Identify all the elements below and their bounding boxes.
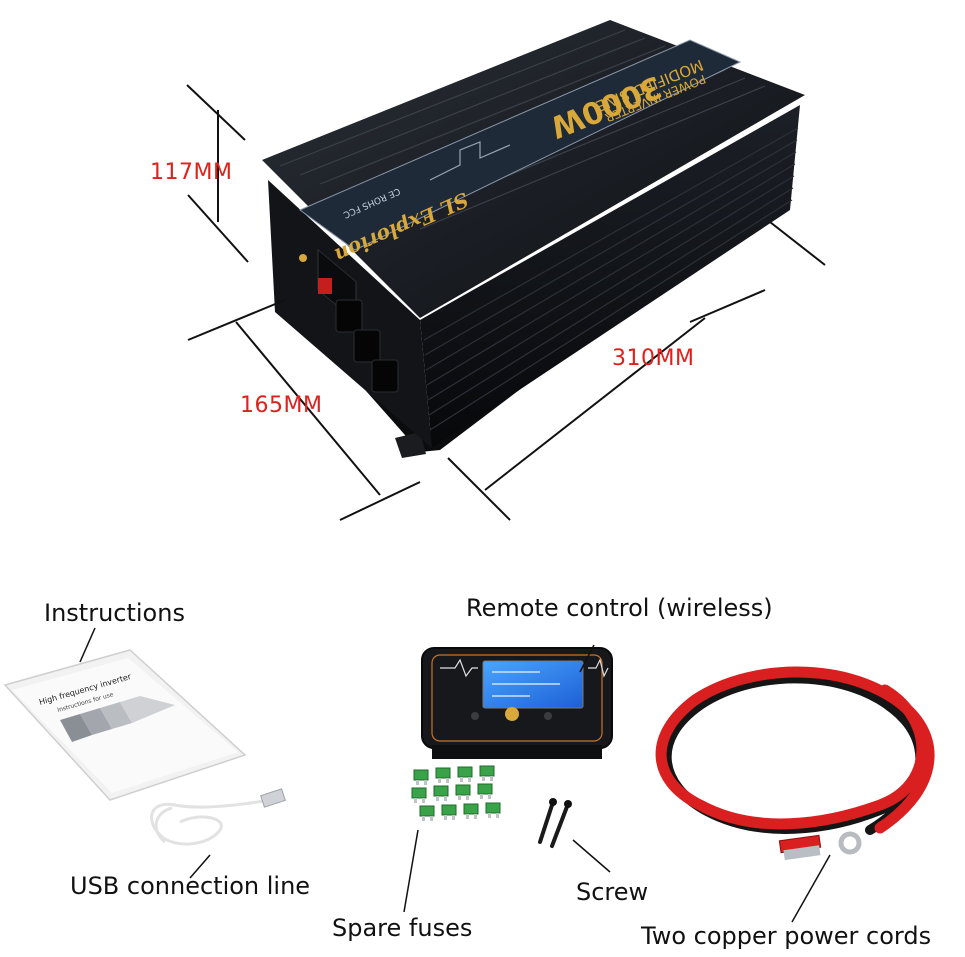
instructions-label: Instructions (44, 599, 185, 627)
cord-label-tag (783, 845, 821, 861)
length-tick-end (689, 289, 766, 323)
length-dimension-label: 310MM (612, 346, 695, 371)
width-dimension-label: 165MM (240, 393, 323, 418)
booklet-arrows (60, 696, 175, 742)
remote-button-power (505, 707, 519, 721)
side-face (420, 105, 800, 448)
remote-control-label: Remote control (wireless) (466, 594, 773, 622)
fuses-pointer (403, 829, 419, 913)
spare-fuses (411, 765, 501, 821)
remote-control (421, 647, 613, 759)
flange-foot-right (395, 432, 426, 458)
label-panel (298, 39, 742, 251)
inverter-unit (262, 20, 805, 458)
usb-cable (150, 798, 271, 846)
usb-pointer (189, 854, 211, 879)
remote-button-right (544, 712, 552, 720)
usb-cable-label: USB connection line (70, 872, 311, 900)
width-tick-top (187, 299, 286, 341)
waveform-graphic (429, 141, 511, 181)
ac-outlets (335, 299, 399, 393)
side-fins (423, 127, 799, 431)
power-cords (655, 666, 935, 835)
height-dimension-label: 117MM (150, 160, 233, 185)
remote-button-left (471, 712, 479, 720)
power-cords-label: Two copper power cords (641, 922, 932, 950)
length-tick-start (447, 457, 511, 521)
usb-plug (260, 788, 286, 808)
width-line (235, 321, 381, 496)
width-tick-bottom (339, 481, 421, 521)
cords-pointer (791, 854, 831, 923)
lcd-digits (492, 671, 560, 697)
height-tick-bottom (187, 194, 249, 263)
height-tick-top (186, 84, 246, 141)
dimension-lines (186, 84, 826, 521)
screw-label: Screw (576, 878, 649, 906)
instructions-booklet: High frequency inverter Instructions for… (3, 649, 247, 801)
instructions-pointer (79, 627, 96, 663)
power-switch (318, 278, 332, 294)
indicator-led (299, 254, 307, 262)
length-line-a (484, 317, 706, 491)
screws (538, 798, 572, 848)
length-line-b (769, 221, 826, 266)
ring-terminal (838, 831, 862, 855)
remote-pointer (579, 644, 595, 673)
spare-fuses-label: Spare fuses (332, 914, 473, 942)
screw-pointer (572, 839, 611, 873)
